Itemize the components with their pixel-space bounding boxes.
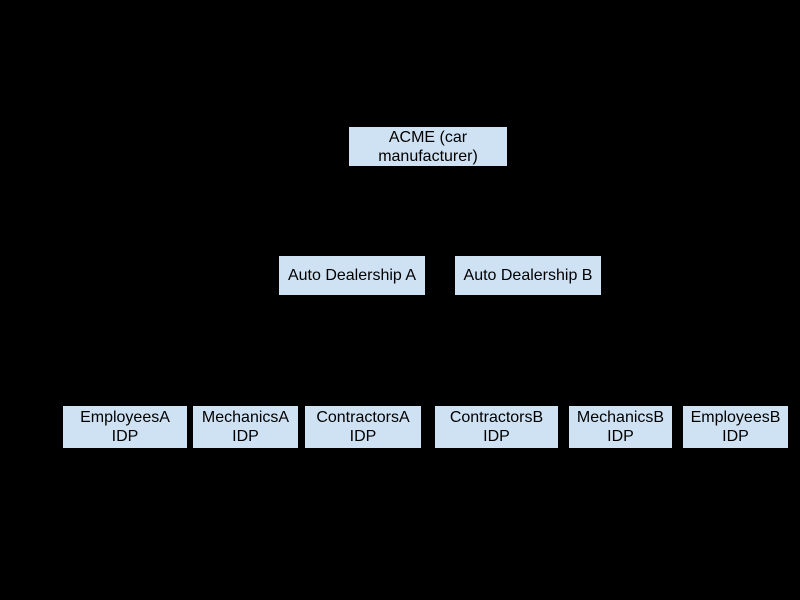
node-acme: ACME (car manufacturer) <box>348 126 508 167</box>
node-auto-dealership-a: Auto Dealership A <box>278 255 426 296</box>
node-label: EmployeesA IDP <box>80 409 170 445</box>
node-label: ContractorsB IDP <box>449 409 544 445</box>
node-auto-dealership-b: Auto Dealership B <box>454 255 602 296</box>
node-label: Auto Dealership A <box>287 267 417 284</box>
node-mechanics-b-idp: MechanicsB IDP <box>568 405 673 449</box>
node-employees-b-idp: EmployeesB IDP <box>682 405 789 449</box>
node-label: MechanicsA IDP <box>201 409 290 445</box>
node-label: ACME (car manufacturer) <box>378 128 478 165</box>
node-label: EmployeesB IDP <box>690 409 781 445</box>
node-label: MechanicsB IDP <box>576 409 665 445</box>
node-label: ContractorsA IDP <box>316 409 410 445</box>
node-employees-a-idp: EmployeesA IDP <box>62 405 188 449</box>
node-mechanics-a-idp: MechanicsA IDP <box>192 405 299 449</box>
node-label: Auto Dealership B <box>463 267 593 284</box>
node-contractors-a-idp: ContractorsA IDP <box>304 405 422 449</box>
node-contractors-b-idp: ContractorsB IDP <box>434 405 559 449</box>
